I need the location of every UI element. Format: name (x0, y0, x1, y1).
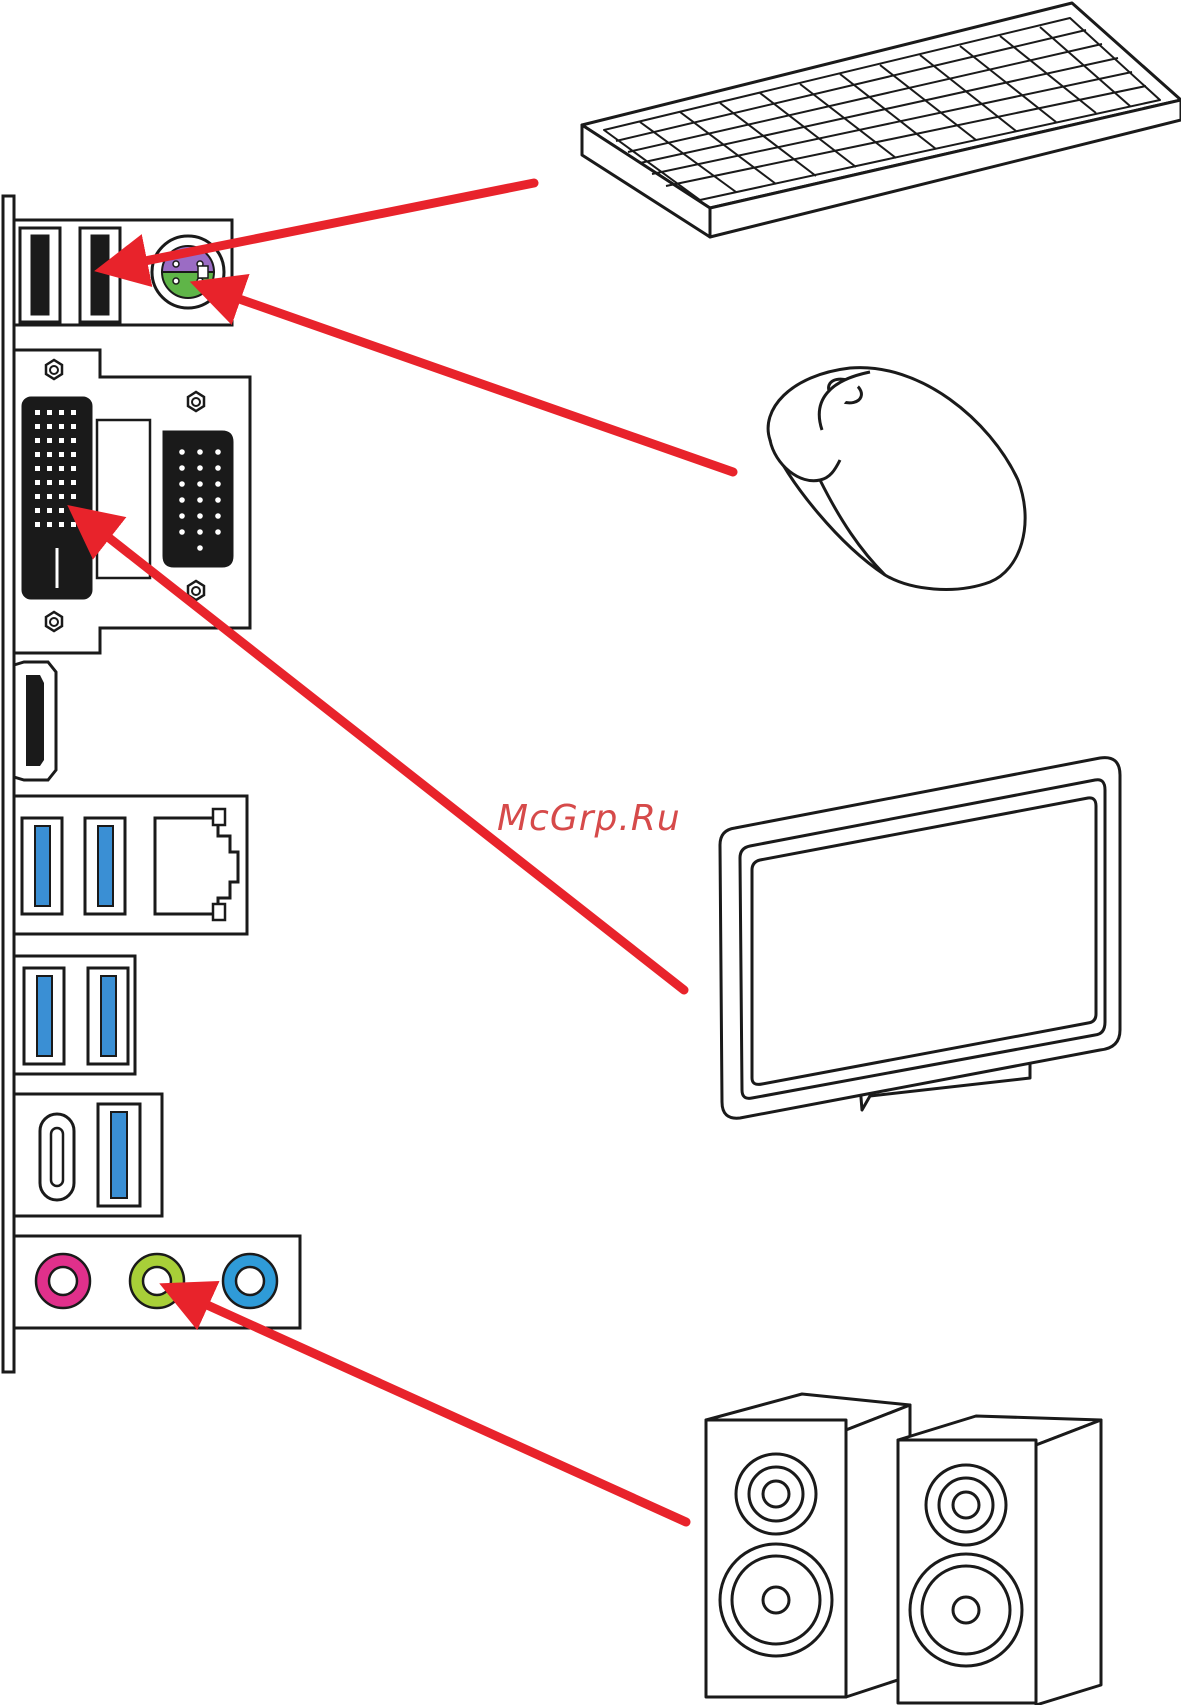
lan-port-icon (155, 809, 238, 920)
io-panel-edge (3, 196, 14, 1372)
usb3-port-icon (85, 818, 125, 914)
usb-port-icon (80, 228, 120, 322)
dvi-port-icon (23, 398, 91, 598)
audio-jack-icon (223, 1254, 277, 1308)
audio-jack-icon (130, 1254, 184, 1308)
keyboard-icon (582, 3, 1181, 237)
watermark-text: McGrp.Ru (497, 798, 681, 839)
hdmi-port-icon (14, 662, 56, 780)
usb3-port-icon (98, 1104, 140, 1206)
usb-c-port-icon (40, 1114, 74, 1200)
speakers-icon (706, 1394, 1101, 1705)
monitor-icon (720, 758, 1120, 1119)
usb3-port-icon (24, 968, 64, 1064)
vga-port-icon (164, 432, 232, 566)
audio-jack-icon (36, 1254, 90, 1308)
arrow-speakers-to-audio (174, 1290, 686, 1522)
usb-port-icon (20, 228, 60, 322)
mouse-icon (768, 368, 1025, 590)
usb3-port-icon (22, 818, 62, 914)
usb3-port-icon (88, 968, 128, 1064)
io-panel (3, 196, 300, 1372)
arrow-mouse-to-ps2 (205, 287, 733, 472)
